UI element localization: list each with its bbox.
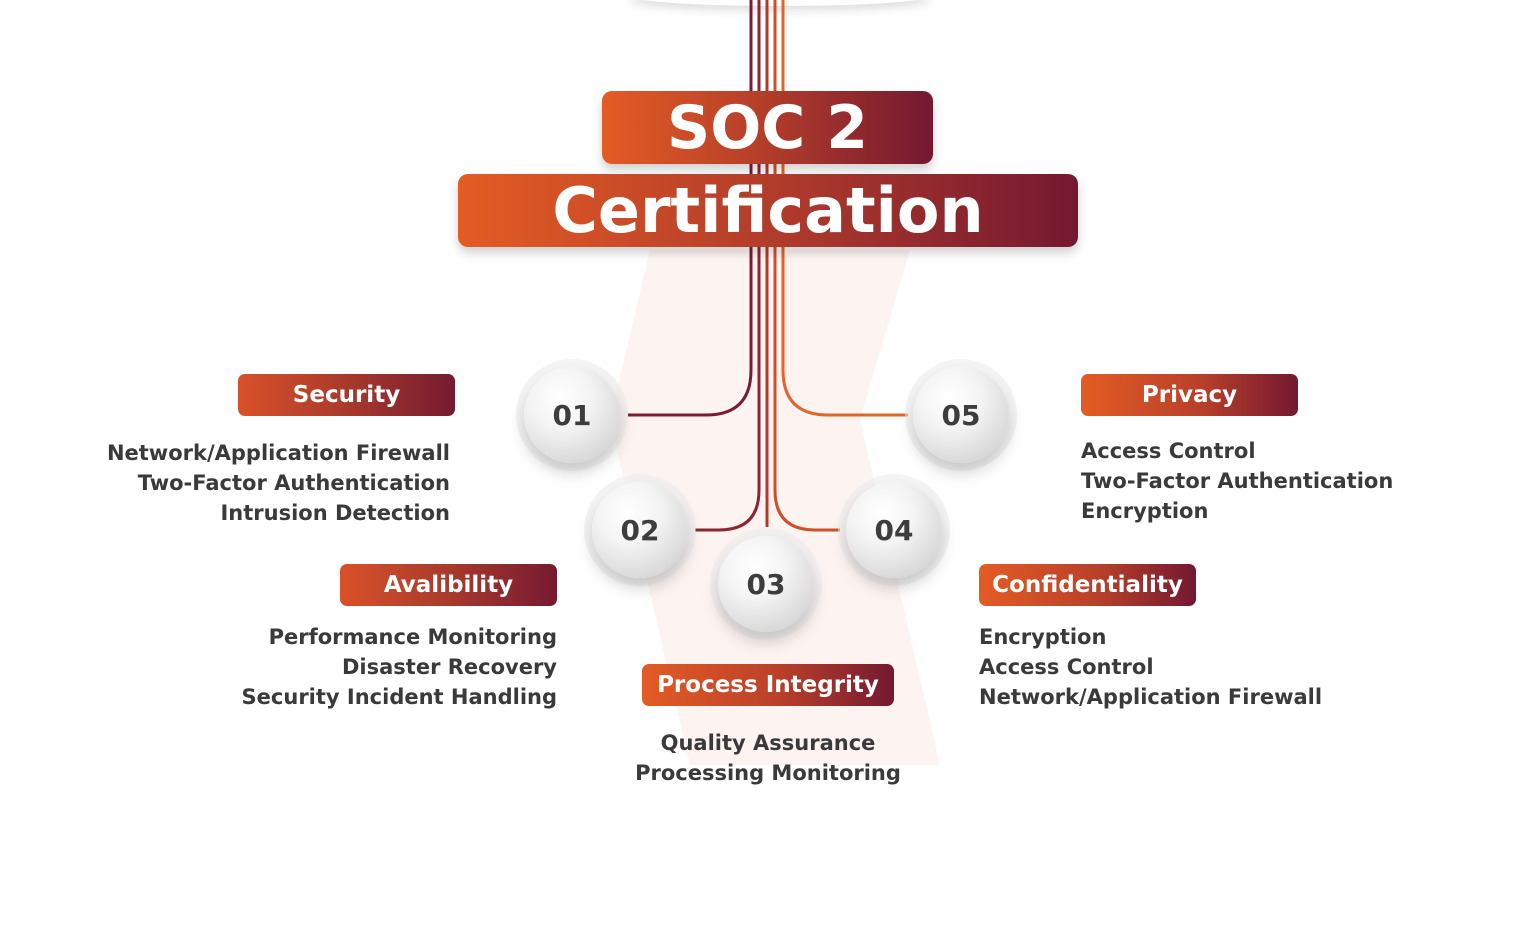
- list-item: Encryption: [979, 625, 1107, 649]
- title-soc2: SOC 2: [602, 91, 933, 164]
- confidentiality-items: Encryption Access Control Network/Applic…: [979, 622, 1339, 712]
- list-item: Disaster Recovery: [341, 655, 557, 679]
- list-item: Access Control: [979, 655, 1154, 679]
- list-item: Two-Factor Authentication: [137, 471, 450, 495]
- list-item: Two-Factor Authentication: [1081, 469, 1394, 493]
- node-ball-04: 04: [846, 482, 942, 578]
- node-ball-03: 03: [718, 536, 814, 632]
- list-item: Intrusion Detection: [220, 501, 450, 525]
- list-item: Security Incident Handling: [241, 685, 557, 709]
- list-item: Processing Monitoring: [635, 761, 901, 785]
- list-item: Network/Application Firewall: [106, 441, 450, 465]
- label-confidentiality: Confidentiality: [979, 564, 1196, 606]
- process-integrity-items: Quality Assurance Processing Monitoring: [618, 728, 918, 788]
- list-item: Network/Application Firewall: [979, 685, 1323, 709]
- privacy-items: Access Control Two-Factor Authentication…: [1081, 436, 1441, 526]
- list-item: Performance Monitoring: [268, 625, 557, 649]
- list-item: Encryption: [1081, 499, 1209, 523]
- security-items: Network/Application Firewall Two-Factor …: [100, 438, 450, 528]
- label-privacy: Privacy: [1081, 374, 1298, 416]
- list-item: Access Control: [1081, 439, 1256, 463]
- list-item: Quality Assurance: [660, 731, 876, 755]
- top-shadow-arc: [630, 0, 930, 6]
- title-certification: Certification: [458, 174, 1078, 247]
- node-ball-05: 05: [913, 367, 1009, 463]
- label-process-integrity: Process Integrity: [642, 664, 894, 706]
- node-ball-01: 01: [524, 367, 620, 463]
- node-ball-02: 02: [592, 482, 688, 578]
- label-security: Security: [238, 374, 455, 416]
- label-availability: Avalibility: [340, 564, 557, 606]
- availability-items: Performance Monitoring Disaster Recovery…: [200, 622, 557, 712]
